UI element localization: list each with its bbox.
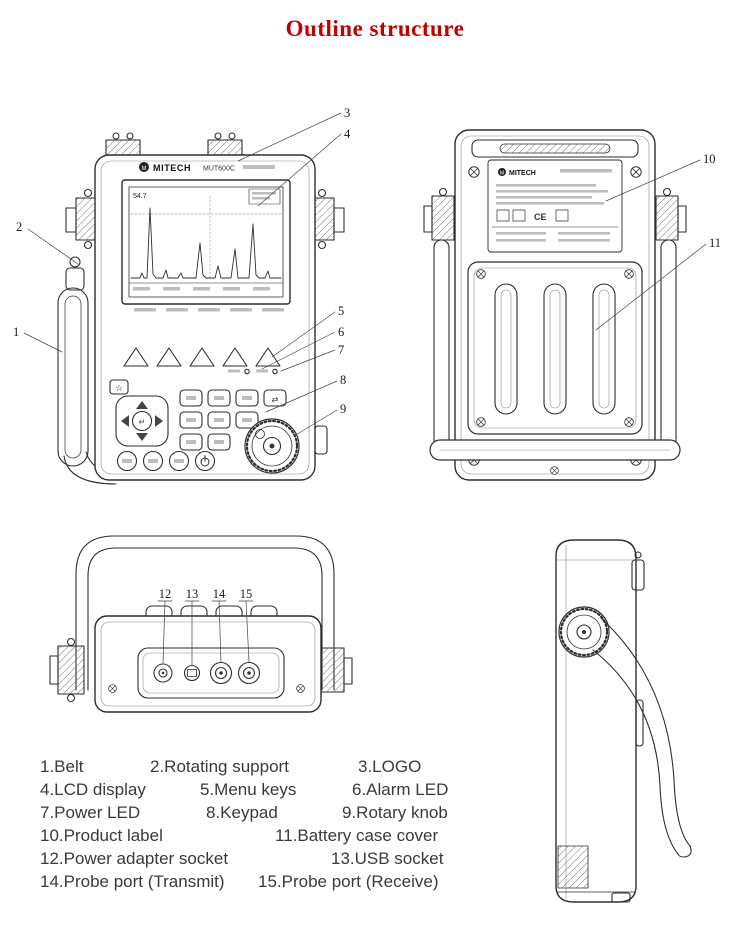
page-title: Outline structure	[285, 16, 465, 41]
bottom-clamp-right	[319, 647, 353, 693]
bottom-body	[94, 615, 322, 713]
callout-4: 4	[257, 127, 351, 207]
probe-port-transmit	[209, 661, 233, 685]
callout-3: 3	[237, 106, 350, 162]
model-subtitle-placeholder	[243, 165, 275, 169]
dpad	[115, 395, 169, 447]
callout-7: 7	[280, 343, 344, 372]
callout-1: 1	[13, 325, 63, 353]
svg-text:13: 13	[186, 587, 199, 601]
callout-15: 15	[238, 587, 254, 663]
bottom-view: 12 13 14 15	[49, 535, 353, 713]
star-key-icon: ☆	[115, 383, 123, 393]
enter-key-icon: ↵	[139, 418, 146, 427]
battery-cover	[467, 261, 643, 435]
svg-text:2: 2	[16, 220, 22, 234]
callout-8: 8	[265, 373, 346, 413]
svg-text:4: 4	[344, 127, 351, 141]
callout-10: 10	[605, 152, 716, 202]
legend-item-probe-receive: 15.Probe port (Receive)	[258, 872, 439, 891]
legend-item-logo: 3.LOGO	[358, 757, 422, 776]
stand-arm-right	[660, 239, 677, 451]
product-label: M MITECH CE	[487, 159, 623, 253]
screen-menu-labels	[133, 287, 270, 291]
svg-text:15: 15	[240, 587, 253, 601]
swap-key-icon: ⇄	[272, 395, 279, 404]
softkey-labels	[134, 308, 284, 312]
svg-text:6: 6	[338, 325, 344, 339]
stand-pivot-right	[655, 187, 687, 241]
legend-item-probe-transmit: 14.Probe port (Transmit)	[40, 872, 225, 891]
legend-item-power-socket: 12.Power adapter socket	[40, 849, 229, 868]
probe-port-receive	[237, 661, 261, 685]
label-logo-letter: M	[500, 170, 504, 176]
legend-item-menu-keys: 5.Menu keys	[200, 780, 297, 799]
ce-mark: CE	[534, 212, 547, 222]
logo-letter: M	[142, 166, 147, 172]
legend-item-rotating-support: 2.Rotating support	[150, 757, 289, 776]
screen-reading: 54.7	[133, 193, 147, 200]
svg-text:8: 8	[340, 373, 346, 387]
top-lugs	[105, 132, 243, 157]
belt	[57, 256, 119, 485]
stand-pivot-left	[423, 187, 455, 241]
keypad: ☆ ↵ ⇄	[109, 379, 287, 472]
svg-text:10: 10	[703, 152, 716, 166]
callout-6: 6	[261, 325, 344, 370]
legend-item-battery-cover: 11.Battery case cover	[275, 826, 439, 845]
arrow-down-icon	[136, 433, 148, 441]
indicator-leds	[228, 368, 278, 375]
legend-item-keypad: 8.Keypad	[206, 803, 278, 822]
brand-logo: M MITECH MUT600C	[139, 162, 275, 173]
front-view: M MITECH MUT600C 54.7	[13, 106, 351, 485]
lcd-display: 54.7	[121, 179, 291, 305]
svg-text:1: 1	[13, 325, 19, 339]
svg-text:14: 14	[213, 587, 226, 601]
legend-item-product-label: 10.Product label	[40, 826, 163, 845]
side-view	[555, 539, 692, 903]
svg-text:7: 7	[338, 343, 344, 357]
arrow-right-icon	[155, 415, 163, 427]
callout-11: 11	[595, 236, 721, 331]
callout-14: 14	[211, 587, 227, 663]
callout-13: 13	[184, 587, 200, 666]
brand-text: MITECH	[153, 163, 191, 173]
callout-9: 9	[293, 402, 346, 437]
arrow-up-icon	[136, 401, 148, 409]
power-adapter-socket	[153, 663, 173, 683]
stand-arm-left	[433, 239, 450, 451]
rotary-knob	[244, 418, 300, 474]
callout-5: 5	[271, 304, 344, 358]
legend-item-usb-socket: 13.USB socket	[331, 849, 444, 868]
bottom-clamp-left	[49, 637, 85, 703]
legend-item-lcd-display: 4.LCD display	[40, 780, 146, 799]
label-brand-text: MITECH	[509, 170, 536, 177]
legend-item-belt: 1.Belt	[40, 757, 84, 776]
handle-loop	[75, 535, 335, 691]
svg-text:12: 12	[159, 587, 172, 601]
arrow-left-icon	[121, 415, 129, 427]
waveform	[130, 207, 282, 279]
legend-item-alarm-led: 6.Alarm LED	[352, 780, 449, 799]
power-led	[272, 368, 278, 375]
model-text: MUT600C	[203, 166, 235, 173]
usb-socket	[183, 664, 201, 682]
legend-item-power-led: 7.Power LED	[40, 803, 141, 822]
svg-text:9: 9	[340, 402, 346, 416]
svg-text:3: 3	[344, 106, 350, 120]
alarm-led	[244, 368, 250, 375]
callout-12: 12	[157, 587, 173, 664]
callout-2: 2	[16, 220, 79, 265]
svg-text:11: 11	[709, 236, 721, 250]
kickstand-leg	[592, 617, 692, 858]
legend-item-rotary-knob: 9.Rotary knob	[342, 803, 448, 822]
svg-text:5: 5	[338, 304, 344, 318]
power-key-icon	[194, 450, 216, 472]
back-view: M MITECH CE	[423, 129, 721, 481]
side-rotary-knob	[558, 606, 610, 658]
